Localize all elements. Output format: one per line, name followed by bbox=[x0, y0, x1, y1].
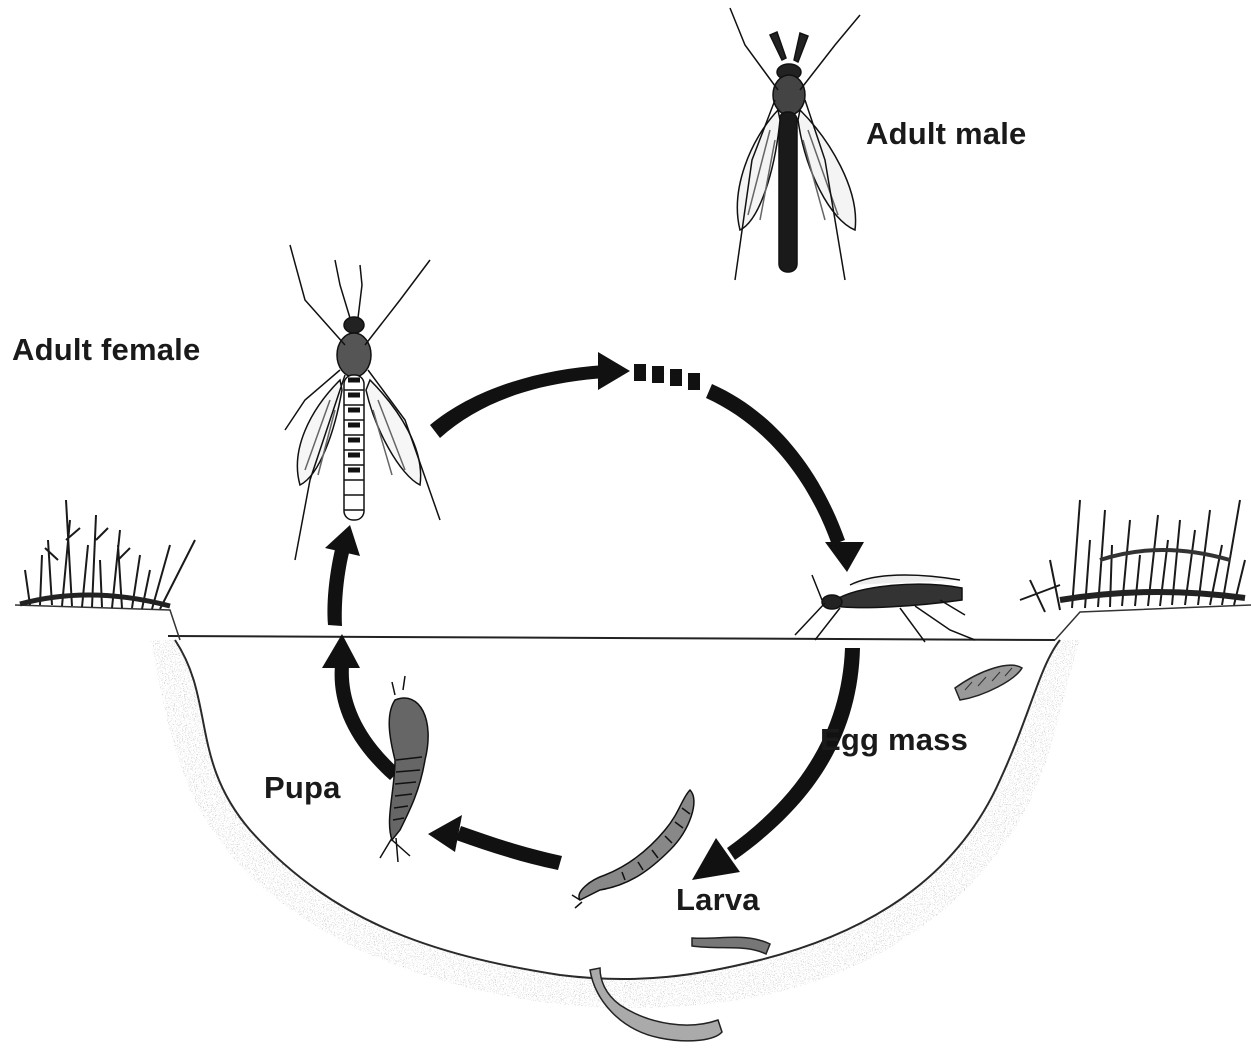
adult-male-mosquito-icon bbox=[730, 8, 860, 280]
egg-mass-icon bbox=[955, 665, 1022, 700]
arrow-surface-to-female-head bbox=[325, 525, 360, 556]
arrow-top-to-egg-head bbox=[825, 542, 864, 572]
adult-female-mosquito-icon bbox=[285, 245, 440, 560]
arrow-female-to-top-head bbox=[598, 352, 630, 390]
dash-2 bbox=[652, 366, 664, 383]
ovipositing-mosquito-icon bbox=[795, 575, 975, 642]
label-egg-mass: Egg mass bbox=[820, 722, 968, 758]
ground-left bbox=[15, 605, 180, 640]
arrow-larva-to-pupa bbox=[456, 826, 562, 870]
dash-3 bbox=[670, 369, 682, 386]
arrow-pupa-to-surface-head bbox=[322, 634, 360, 668]
dash-1 bbox=[634, 364, 646, 381]
pond-basin bbox=[150, 640, 1080, 1008]
label-adult-female: Adult female bbox=[12, 332, 200, 368]
arrow-female-to-top bbox=[430, 365, 605, 438]
label-pupa: Pupa bbox=[264, 770, 341, 806]
arrow-top-to-egg bbox=[706, 384, 845, 545]
arrow-surface-to-female bbox=[327, 545, 350, 626]
arrow-larva-to-pupa-head bbox=[428, 815, 462, 852]
larva-small-icon bbox=[692, 937, 770, 954]
label-adult-male: Adult male bbox=[866, 116, 1026, 152]
grass-right-icon bbox=[1020, 500, 1245, 612]
ground-right bbox=[1055, 605, 1251, 640]
dash-4 bbox=[688, 373, 700, 390]
grass-left-icon bbox=[20, 500, 195, 609]
label-larva: Larva bbox=[676, 882, 760, 918]
